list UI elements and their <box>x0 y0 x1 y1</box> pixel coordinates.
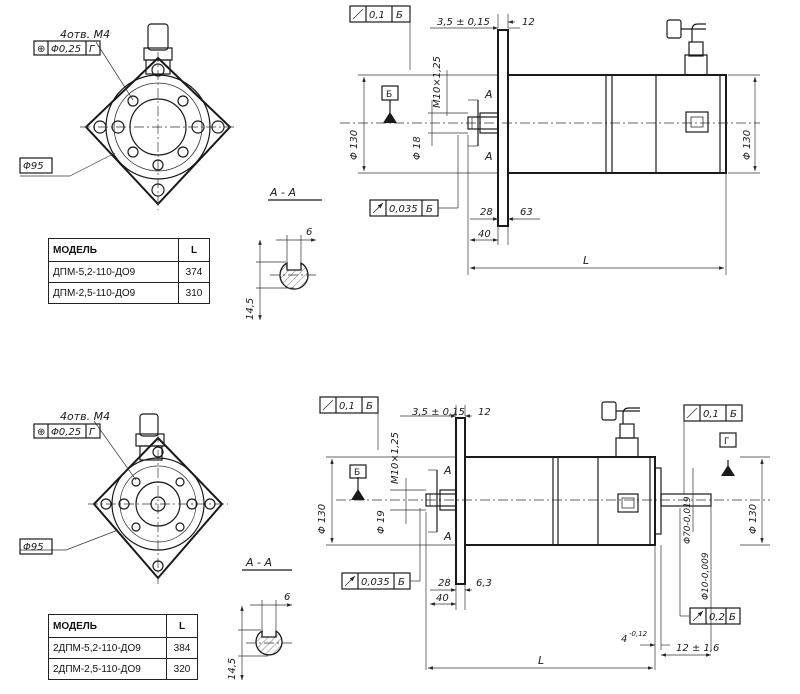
bottom-flange-diameter: Φ95 <box>19 538 53 555</box>
table-header: МОДЕЛЬ L <box>48 614 198 638</box>
top-flange-diameter: Φ95 <box>19 157 53 174</box>
svg-text:Б: Б <box>386 90 392 100</box>
bottom-rear-shaft: Φ10-0,009 <box>701 552 711 600</box>
top-length-label: L <box>583 254 589 267</box>
table-header-cell: МОДЕЛЬ <box>48 238 179 262</box>
table-cell: 2ДПМ-2,5-110-ДО9 <box>48 658 167 680</box>
svg-text:12 ± 1,6: 12 ± 1,6 <box>676 643 719 654</box>
bottom-side-view <box>319 396 770 670</box>
svg-text:0,1: 0,1 <box>339 401 355 412</box>
svg-text:0,1: 0,1 <box>703 409 719 420</box>
svg-text:Φ95: Φ95 <box>23 161 44 172</box>
top-body-diameter-right: Φ 130 <box>742 130 753 160</box>
table-row: 2ДПМ-5,2-110-ДО9 384 <box>48 637 198 659</box>
table-row: 2ДПМ-2,5-110-ДО9 320 <box>48 658 198 680</box>
bottom-front-view <box>20 413 228 584</box>
table-cell: 310 <box>178 282 210 304</box>
bottom-position-tolerance: ⊕ Φ0,25 Г <box>33 423 101 439</box>
top-holes-label: 4отв. М4 <box>60 28 110 41</box>
svg-text:А: А <box>443 530 452 543</box>
svg-text:0,035: 0,035 <box>361 577 390 588</box>
svg-text:Φ0,25: Φ0,25 <box>51 44 81 55</box>
svg-text:А: А <box>484 150 493 163</box>
table-cell: 374 <box>178 261 210 283</box>
top-model-table: МОДЕЛЬ L ДПМ-5,2-110-ДО9 374 ДПМ-2,5-110… <box>48 238 210 304</box>
top-section-label: А - А <box>269 186 296 199</box>
svg-text:40: 40 <box>436 593 449 604</box>
svg-text:6,3: 6,3 <box>476 578 492 589</box>
svg-text:0,2: 0,2 <box>709 612 725 623</box>
bottom-model-table: МОДЕЛЬ L 2ДПМ-5,2-110-ДО9 384 2ДПМ-2,5-1… <box>48 614 198 680</box>
svg-text:Г: Г <box>724 437 730 447</box>
bottom-section-view <box>238 600 292 680</box>
svg-text:6: 6 <box>284 592 290 603</box>
top-body-diameter-left: Φ 130 <box>349 130 360 160</box>
svg-text:4: 4 <box>621 634 627 645</box>
svg-text:-0,12: -0,12 <box>629 630 648 638</box>
svg-text:Б: Б <box>366 401 373 412</box>
table-cell: 384 <box>166 637 198 659</box>
top-section-view <box>256 235 318 320</box>
svg-text:Б: Б <box>396 10 403 21</box>
svg-text:40: 40 <box>478 229 491 240</box>
bottom-body-diameter-left: Φ 130 <box>317 504 328 534</box>
svg-text:А: А <box>443 464 452 477</box>
bottom-shaft-diameter: Φ 19 <box>376 510 387 534</box>
position-symbol-icon: ⊕ <box>37 44 45 55</box>
bottom-section-label: А - А <box>245 556 272 569</box>
table-cell: ДПМ-2,5-110-ДО9 <box>48 282 179 304</box>
table-row: ДПМ-2,5-110-ДО9 310 <box>48 282 210 304</box>
svg-text:12: 12 <box>522 17 535 28</box>
top-shaft-diameter: Φ 18 <box>412 136 423 160</box>
position-symbol-icon: ⊕ <box>37 427 45 438</box>
bottom-holes-label: 4отв. М4 <box>60 410 110 423</box>
table-row: ДПМ-5,2-110-ДО9 374 <box>48 261 210 283</box>
svg-text:Б: Б <box>730 409 737 420</box>
svg-text:0,1: 0,1 <box>369 10 385 21</box>
table-header-cell: МОДЕЛЬ <box>48 614 167 638</box>
bottom-flange-offset: 3,5 ± 0,15 <box>412 407 465 418</box>
svg-text:Б: Б <box>426 204 433 215</box>
svg-text:Г: Г <box>89 44 96 55</box>
svg-text:Б: Б <box>398 577 405 588</box>
svg-text:Φ0,25: Φ0,25 <box>51 427 81 438</box>
table-header-cell: L <box>178 238 210 262</box>
table-cell: 2ДПМ-5,2-110-ДО9 <box>48 637 167 659</box>
svg-text:Б: Б <box>729 612 736 623</box>
table-header: МОДЕЛЬ L <box>48 238 210 262</box>
svg-text:14,5: 14,5 <box>227 658 238 680</box>
svg-text:28: 28 <box>480 207 493 218</box>
top-flange-offset: 3,5 ± 0,15 <box>437 17 490 28</box>
bottom-thread: М10×1,25 <box>390 432 401 484</box>
svg-text:А: А <box>484 88 493 101</box>
svg-text:28: 28 <box>438 578 451 589</box>
bottom-length-label: L <box>538 654 544 667</box>
svg-text:12: 12 <box>478 407 491 418</box>
table-header-cell: L <box>166 614 198 638</box>
top-side-view <box>340 5 760 275</box>
bottom-rear-bore: Φ70-0,019 <box>683 496 693 544</box>
svg-text:0,035: 0,035 <box>389 204 418 215</box>
table-cell: 320 <box>166 658 198 680</box>
svg-text:Б: Б <box>354 468 360 478</box>
svg-text:Φ95: Φ95 <box>23 542 44 553</box>
top-position-tolerance: ⊕ Φ0,25 Г <box>33 40 101 56</box>
top-front-view <box>20 23 236 210</box>
bottom-body-diameter-right: Φ 130 <box>748 504 759 534</box>
top-thread: М10×1,25 <box>432 56 443 108</box>
svg-text:14,5: 14,5 <box>245 298 256 320</box>
svg-text:6: 6 <box>306 227 312 238</box>
svg-text:Г: Г <box>89 427 96 438</box>
svg-text:63: 63 <box>520 207 533 218</box>
table-cell: ДПМ-5,2-110-ДО9 <box>48 261 179 283</box>
